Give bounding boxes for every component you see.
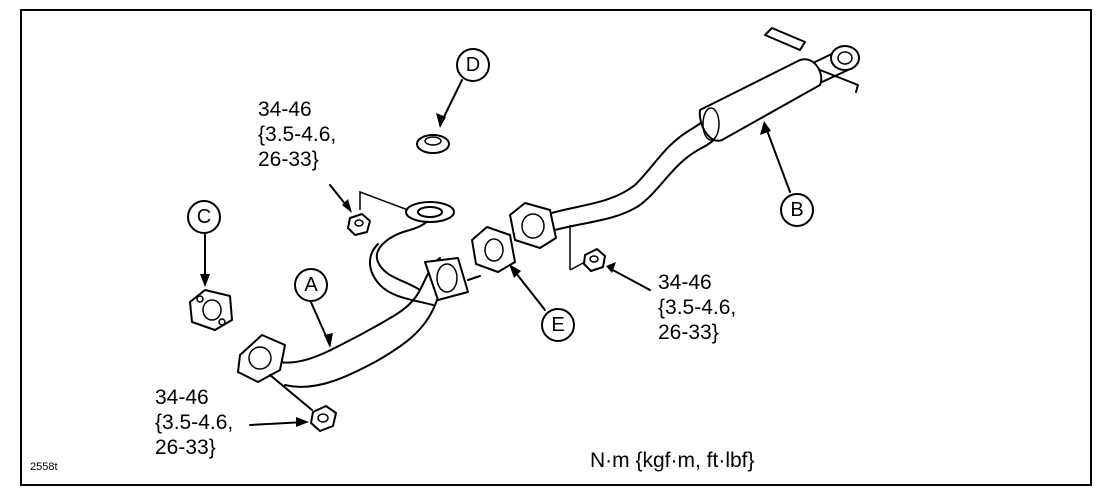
front-pipe-inlet-flange xyxy=(237,334,286,383)
torque-ftlbf: 26-33} xyxy=(658,321,719,344)
arrow-heads xyxy=(200,113,771,427)
torque-spec-bottom: 34-46 {3.5-4.6, 26-33} xyxy=(155,385,233,460)
torque-ftlbf: 26-33} xyxy=(258,148,319,171)
callout-c: C xyxy=(187,200,221,234)
torque-spec-right: 34-46 {3.5-4.6, 26-33} xyxy=(658,270,736,345)
nut-right xyxy=(583,248,606,272)
middle-pipe-flange xyxy=(509,202,557,249)
torque-value: 34-46 xyxy=(258,98,312,121)
muffler xyxy=(698,58,823,142)
gasket-e-shape xyxy=(471,226,516,273)
middle-pipe-b xyxy=(509,27,860,249)
torque-kgfm: {3.5-4.6, xyxy=(155,411,234,434)
torque-kgfm: {3.5-4.6, xyxy=(658,296,737,319)
front-pipe-a xyxy=(269,201,481,388)
callout-b: B xyxy=(780,193,814,227)
torque-value: 34-46 xyxy=(155,386,209,409)
torque-kgfm: {3.5-4.6, xyxy=(258,123,337,146)
torque-value: 34-46 xyxy=(658,271,712,294)
nut-bottom xyxy=(310,405,337,432)
front-pipe-rear-flange xyxy=(424,257,469,301)
callout-d: D xyxy=(456,48,490,82)
nut-top xyxy=(347,213,371,236)
callout-e: E xyxy=(541,308,575,342)
torque-spec-top: 34-46 {3.5-4.6, 26-33} xyxy=(258,97,336,172)
units-label: N·m {kgf·m, ft·lbf} xyxy=(590,449,755,472)
gasket-c-shape xyxy=(189,289,233,331)
torque-ftlbf: 26-33} xyxy=(155,436,216,459)
callout-a: A xyxy=(294,268,328,302)
figure-id: 2558t xyxy=(30,461,58,473)
diagram-frame xyxy=(20,9,1092,486)
